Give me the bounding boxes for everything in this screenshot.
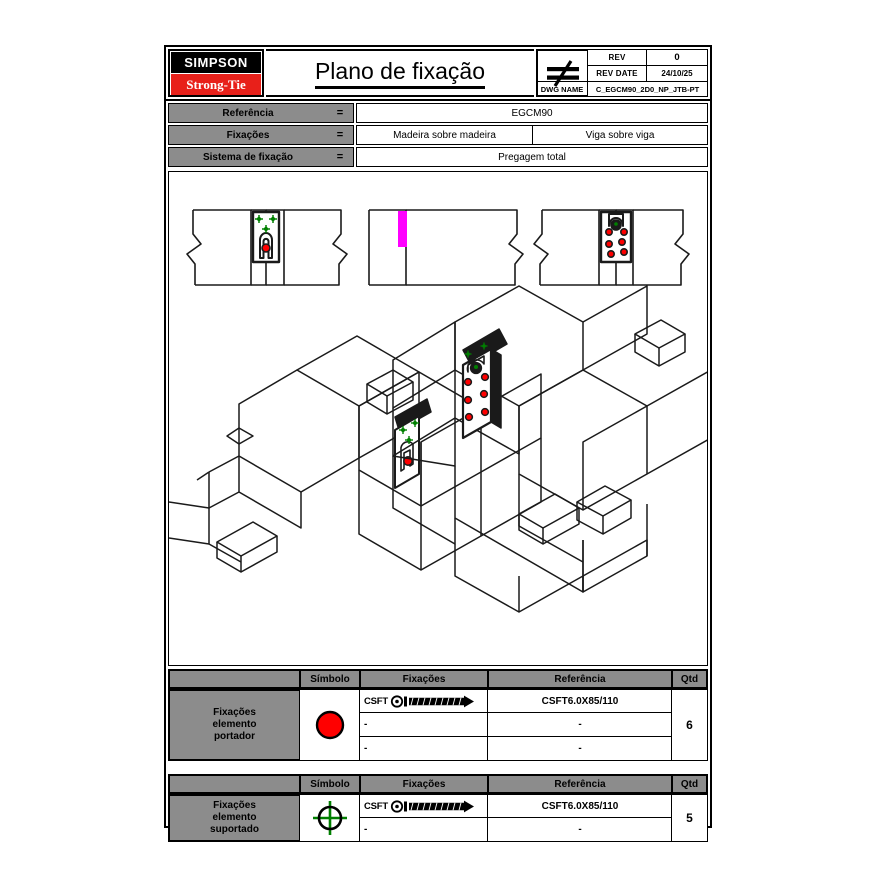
category-line-1: Fixações	[213, 800, 256, 811]
screw-label-2: CSFT	[364, 800, 389, 812]
info-label-fixacoes: Fixações =	[168, 125, 354, 145]
legend-referencia-row-1: CSFT6.0X85/110	[487, 794, 673, 818]
legend-header-simbolo-1: Símbolo	[299, 669, 361, 689]
legend-qty-1: 6	[671, 689, 708, 761]
logo-strongtie-text: Strong-Tie	[171, 74, 261, 95]
legend-header-row-1: Símbolo Fixações Referência Qtd	[168, 669, 708, 689]
red-filled-circle-icon	[315, 710, 345, 740]
screw-label-1: CSFT	[364, 695, 389, 707]
green-crosshair-circle-icon	[313, 801, 347, 835]
legend-table-portador: Símbolo Fixações Referência Qtd Fixações…	[168, 669, 708, 761]
drawing-sheet: SIMPSON Strong-Tie Plano de fixação REV …	[164, 45, 712, 842]
legend-corner-cell-2	[168, 774, 301, 794]
screw-icon	[390, 799, 475, 813]
equals-sign: =	[336, 107, 344, 119]
info-label-sistema: Sistema de fixação =	[168, 147, 354, 167]
info-value-viga: Viga sobre viga	[532, 125, 708, 145]
red-dot-marker	[261, 243, 271, 253]
iso-connector-right	[461, 328, 508, 440]
info-row-fixacoes: Fixações = Madeira sobre madeira Viga so…	[168, 125, 708, 145]
rev-value: 0	[646, 49, 708, 66]
plan-view-middle	[368, 209, 524, 286]
category-line-3: suportado	[210, 824, 259, 835]
iso-view-right	[366, 285, 707, 613]
legend-category-portador: Fixações elemento portador	[168, 689, 301, 761]
simpson-strong-tie-logo: SIMPSON Strong-Tie	[168, 49, 264, 97]
legend-table-suportado: Símbolo Fixações Referência Qtd Fixações…	[168, 774, 708, 842]
legend-referencia-row-3: -	[487, 736, 673, 761]
legend-header-referencia-1: Referência	[487, 669, 673, 689]
legend-symbol-cell-1	[299, 689, 361, 761]
legend-header-qtd-1: Qtd	[671, 669, 708, 689]
plan-view-right	[533, 209, 690, 286]
rev-date-label: REV DATE	[587, 65, 647, 82]
dwg-name-label: DWG NAME	[536, 81, 588, 97]
dwg-name-row: DWG NAME C_EGCM90_2D0_NP_JTB-PT	[536, 81, 708, 97]
legend-header-fixacoes-2: Fixações	[359, 774, 489, 794]
category-line-2: elemento	[212, 812, 257, 823]
info-label-text: Referência	[222, 107, 274, 119]
magenta-connector-profile	[399, 211, 407, 247]
legend-header-simbolo-2: Símbolo	[299, 774, 361, 794]
legend-referencia-row-2: -	[487, 817, 673, 842]
info-label-referencia: Referência =	[168, 103, 354, 123]
screw-icon	[390, 694, 475, 708]
equals-sign: =	[336, 151, 344, 163]
green-cross-markers	[255, 215, 277, 233]
legend-header-fixacoes-1: Fixações	[359, 669, 489, 689]
info-row-sistema: Sistema de fixação = Pregagem total	[168, 147, 708, 167]
rev-label: REV	[587, 49, 647, 66]
legend-fixacoes-row-2: -	[359, 817, 489, 842]
legend-body-1: Fixações elemento portador CSFT	[168, 689, 708, 761]
technical-drawing-svg	[169, 209, 707, 613]
legend-fixacoes-row-3: -	[359, 736, 489, 761]
legend-referencia-row-1: CSFT6.0X85/110	[487, 689, 673, 713]
category-line-2: elemento	[212, 719, 257, 730]
legend-fixacoes-row-2: -	[359, 712, 489, 737]
category-line-1: Fixações	[213, 707, 256, 718]
info-value-madeira: Madeira sobre madeira	[356, 125, 533, 145]
info-label-text: Fixações	[226, 129, 270, 141]
legend-corner-cell-1	[168, 669, 301, 689]
iso-connector-left	[394, 398, 432, 489]
drawing-title-text: Plano de fixação	[314, 58, 486, 89]
info-row-referencia: Referência = EGCM90	[168, 103, 708, 123]
info-value-sistema: Pregagem total	[356, 147, 708, 167]
rev-date-value: 24/10/25	[646, 65, 708, 82]
drawing-title: Plano de fixação	[266, 49, 534, 97]
info-rows: Referência = EGCM90 Fixações = Madeira s…	[168, 103, 708, 169]
info-value-referencia: EGCM90	[356, 103, 708, 123]
legend-qty-2: 5	[671, 794, 708, 842]
plan-view-left	[186, 209, 348, 286]
title-block: SIMPSON Strong-Tie Plano de fixação REV …	[166, 47, 710, 101]
red-dot-markers	[604, 227, 628, 259]
legend-header-referencia-2: Referência	[487, 774, 673, 794]
legend-fixacoes-row-1: CSFT	[359, 689, 489, 713]
legend-header-qtd-2: Qtd	[671, 774, 708, 794]
legend-symbol-cell-2	[299, 794, 361, 842]
legend-fixacoes-row-1: CSFT	[359, 794, 489, 818]
info-label-text: Sistema de fixação	[202, 151, 294, 163]
legend-body-2: Fixações elemento suportado CSFT	[168, 794, 708, 842]
category-line-3: portador	[213, 731, 256, 742]
revision-grid: REV 0 REV DATE 24/10/25	[587, 49, 708, 97]
logo-simpson-text: SIMPSON	[171, 52, 261, 73]
legend-header-row-2: Símbolo Fixações Referência Qtd	[168, 774, 708, 794]
drawing-viewport	[168, 171, 708, 666]
dwg-name-value: C_EGCM90_2D0_NP_JTB-PT	[587, 81, 708, 97]
equals-sign: =	[336, 129, 344, 141]
legend-referencia-row-2: -	[487, 712, 673, 737]
legend-category-suportado: Fixações elemento suportado	[168, 794, 301, 842]
